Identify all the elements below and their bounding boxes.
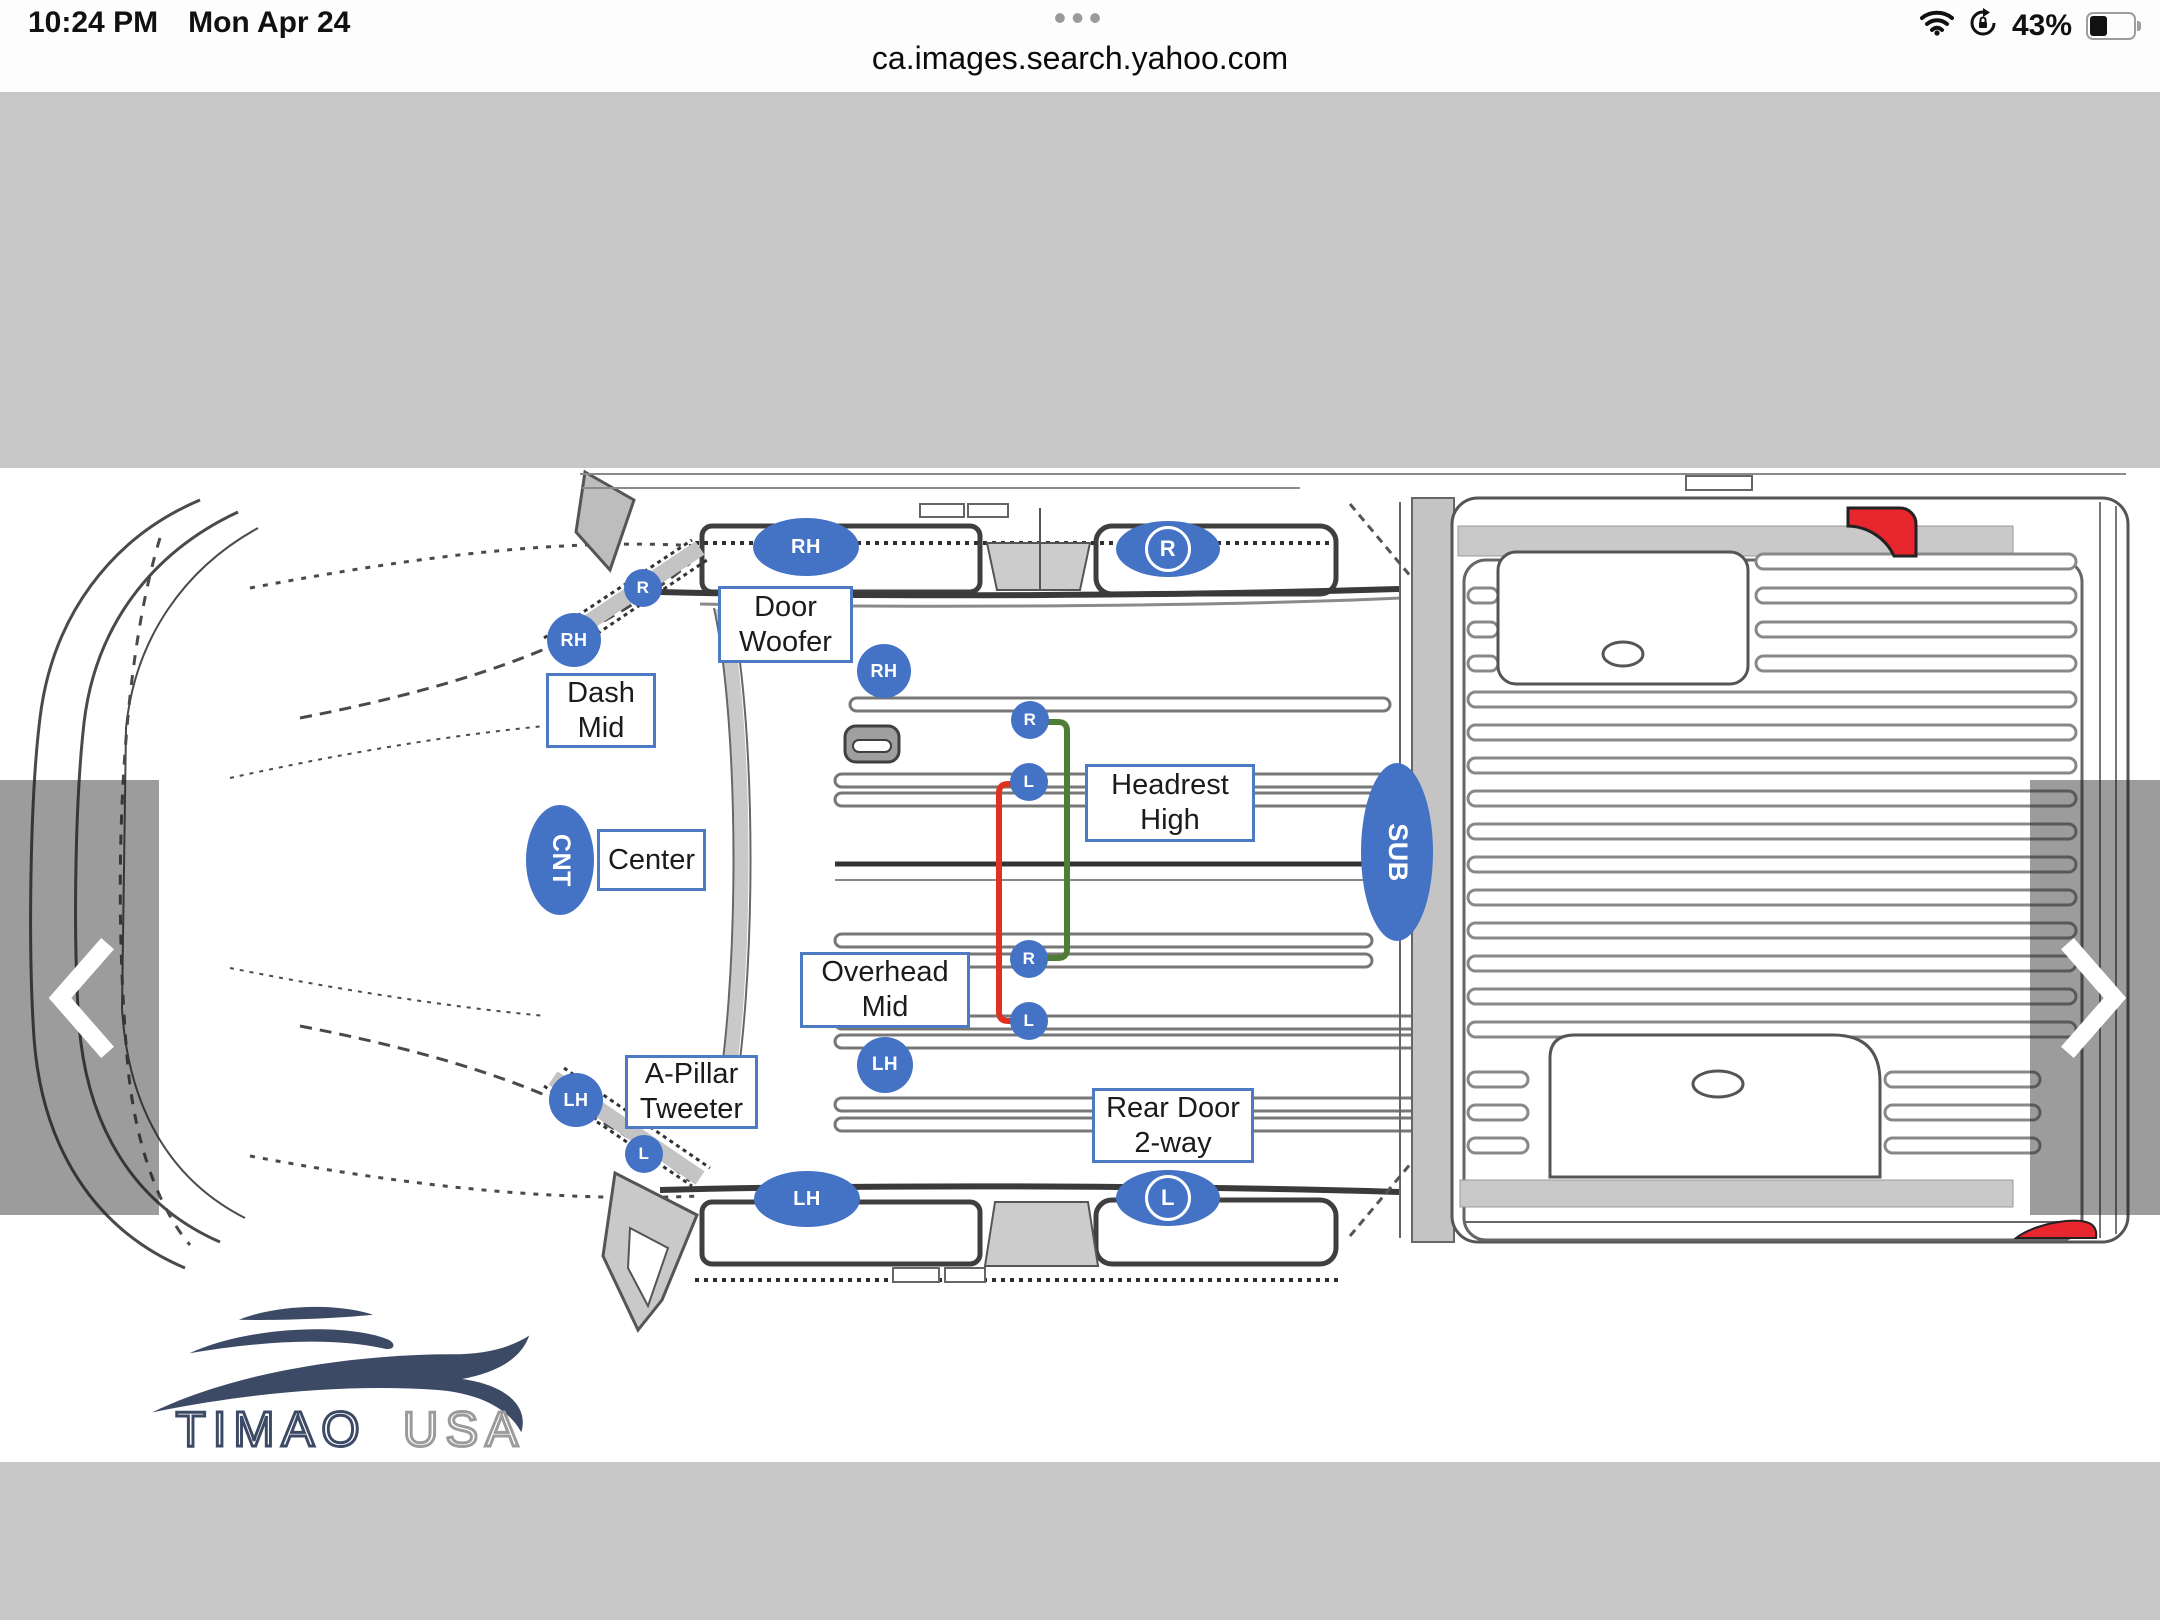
label-line: Tweeter bbox=[639, 1093, 744, 1125]
speaker-marker-headrest-l-front: L bbox=[1010, 763, 1048, 801]
speaker-label: SUB bbox=[1382, 822, 1413, 882]
speaker-marker-rear-door-r: R bbox=[1116, 521, 1220, 577]
truck-top-view-drawing bbox=[29, 469, 2130, 1333]
battery-icon bbox=[2086, 11, 2141, 40]
speaker-marker-door-rh: RH bbox=[857, 644, 911, 698]
letterbox-top bbox=[0, 92, 2160, 468]
speaker-marker-headrest-r-front: R bbox=[1011, 701, 1049, 739]
speaker-label: RH bbox=[870, 660, 898, 681]
wifi-icon bbox=[1919, 10, 1954, 41]
status-bar: 10:24 PM Mon Apr 24 ••• 43% ca.images.se… bbox=[0, 0, 2160, 92]
speaker-marker-a-pillar-l: L bbox=[625, 1135, 663, 1173]
label-line: Door bbox=[754, 590, 817, 623]
speaker-label: LH bbox=[793, 1187, 821, 1210]
tab-overflow-dots-icon[interactable]: ••• bbox=[1053, 0, 1107, 38]
speaker-label: R bbox=[636, 578, 650, 597]
wire-red bbox=[996, 781, 1016, 1024]
speaker-label: RH bbox=[560, 629, 588, 650]
speaker-marker-headrest-r-rear: R bbox=[1010, 940, 1048, 978]
label-line: A-Pillar bbox=[644, 1058, 739, 1090]
logo-brand-text: TIMAO bbox=[176, 1402, 367, 1456]
label-line: Headrest bbox=[1111, 769, 1229, 801]
label-line: Mid bbox=[577, 711, 625, 744]
battery-percent: 43% bbox=[2011, 8, 2072, 42]
chevron-right-icon bbox=[2061, 937, 2127, 1058]
speaker-label: LH bbox=[871, 1054, 899, 1075]
speaker-marker-door-woofer-rh: RH bbox=[753, 518, 859, 576]
speaker-label: R bbox=[1159, 536, 1177, 561]
speaker-label: L bbox=[638, 1144, 650, 1163]
label-line: 2-way bbox=[1134, 1126, 1212, 1159]
speaker-label: L bbox=[1161, 1185, 1175, 1210]
letterbox-bottom bbox=[0, 1462, 2160, 1620]
label-line: Overhead bbox=[821, 956, 949, 988]
date: Mon Apr 24 bbox=[188, 6, 351, 39]
carousel-prev-button[interactable] bbox=[0, 780, 159, 1215]
speaker-marker-door-lh: LH bbox=[754, 1171, 860, 1227]
orientation-lock-icon bbox=[1968, 8, 1998, 43]
taillight-rear-right bbox=[2013, 1219, 2098, 1239]
speaker-label: CNT bbox=[546, 833, 575, 887]
speaker-marker-rear-door-l: L bbox=[1116, 1170, 1220, 1226]
label-line: Center bbox=[607, 843, 696, 876]
speaker-marker-dash-rh: RH bbox=[547, 613, 601, 667]
speaker-label: RH bbox=[791, 535, 821, 558]
chevron-left-icon bbox=[48, 937, 114, 1058]
taillight-front-right bbox=[1846, 506, 1918, 558]
label-line: Mid bbox=[861, 991, 909, 1023]
label-line: Rear Door bbox=[1106, 1091, 1240, 1124]
speaker-marker-overhead-lh: LH bbox=[857, 1037, 913, 1093]
speaker-marker-sub: SUB bbox=[1361, 763, 1433, 941]
clock: 10:24 PM bbox=[28, 6, 159, 39]
speaker-label: L bbox=[1023, 772, 1035, 791]
speaker-marker-dash-lh: LH bbox=[549, 1073, 603, 1127]
label-line: Dash bbox=[567, 676, 635, 709]
speaker-marker-center-cnt: CNT bbox=[526, 805, 594, 915]
wire-green bbox=[1043, 719, 1070, 961]
speaker-marker-a-pillar-r: R bbox=[624, 569, 662, 607]
label-line: Woofer bbox=[739, 625, 832, 658]
logo-region-text: USA bbox=[403, 1402, 525, 1456]
speaker-label: R bbox=[1022, 949, 1036, 968]
speaker-marker-headrest-l-rear: L bbox=[1010, 1002, 1048, 1040]
timao-usa-logo: TIMAO USA bbox=[151, 1306, 530, 1456]
label-line: High bbox=[1140, 804, 1200, 836]
speaker-label: R bbox=[1023, 710, 1037, 729]
speaker-label: L bbox=[1023, 1011, 1035, 1030]
speaker-label: LH bbox=[563, 1089, 589, 1110]
label-center: Center bbox=[597, 829, 706, 891]
carousel-next-button[interactable] bbox=[2030, 780, 2160, 1215]
url-bar[interactable]: ca.images.search.yahoo.com bbox=[871, 40, 1289, 76]
